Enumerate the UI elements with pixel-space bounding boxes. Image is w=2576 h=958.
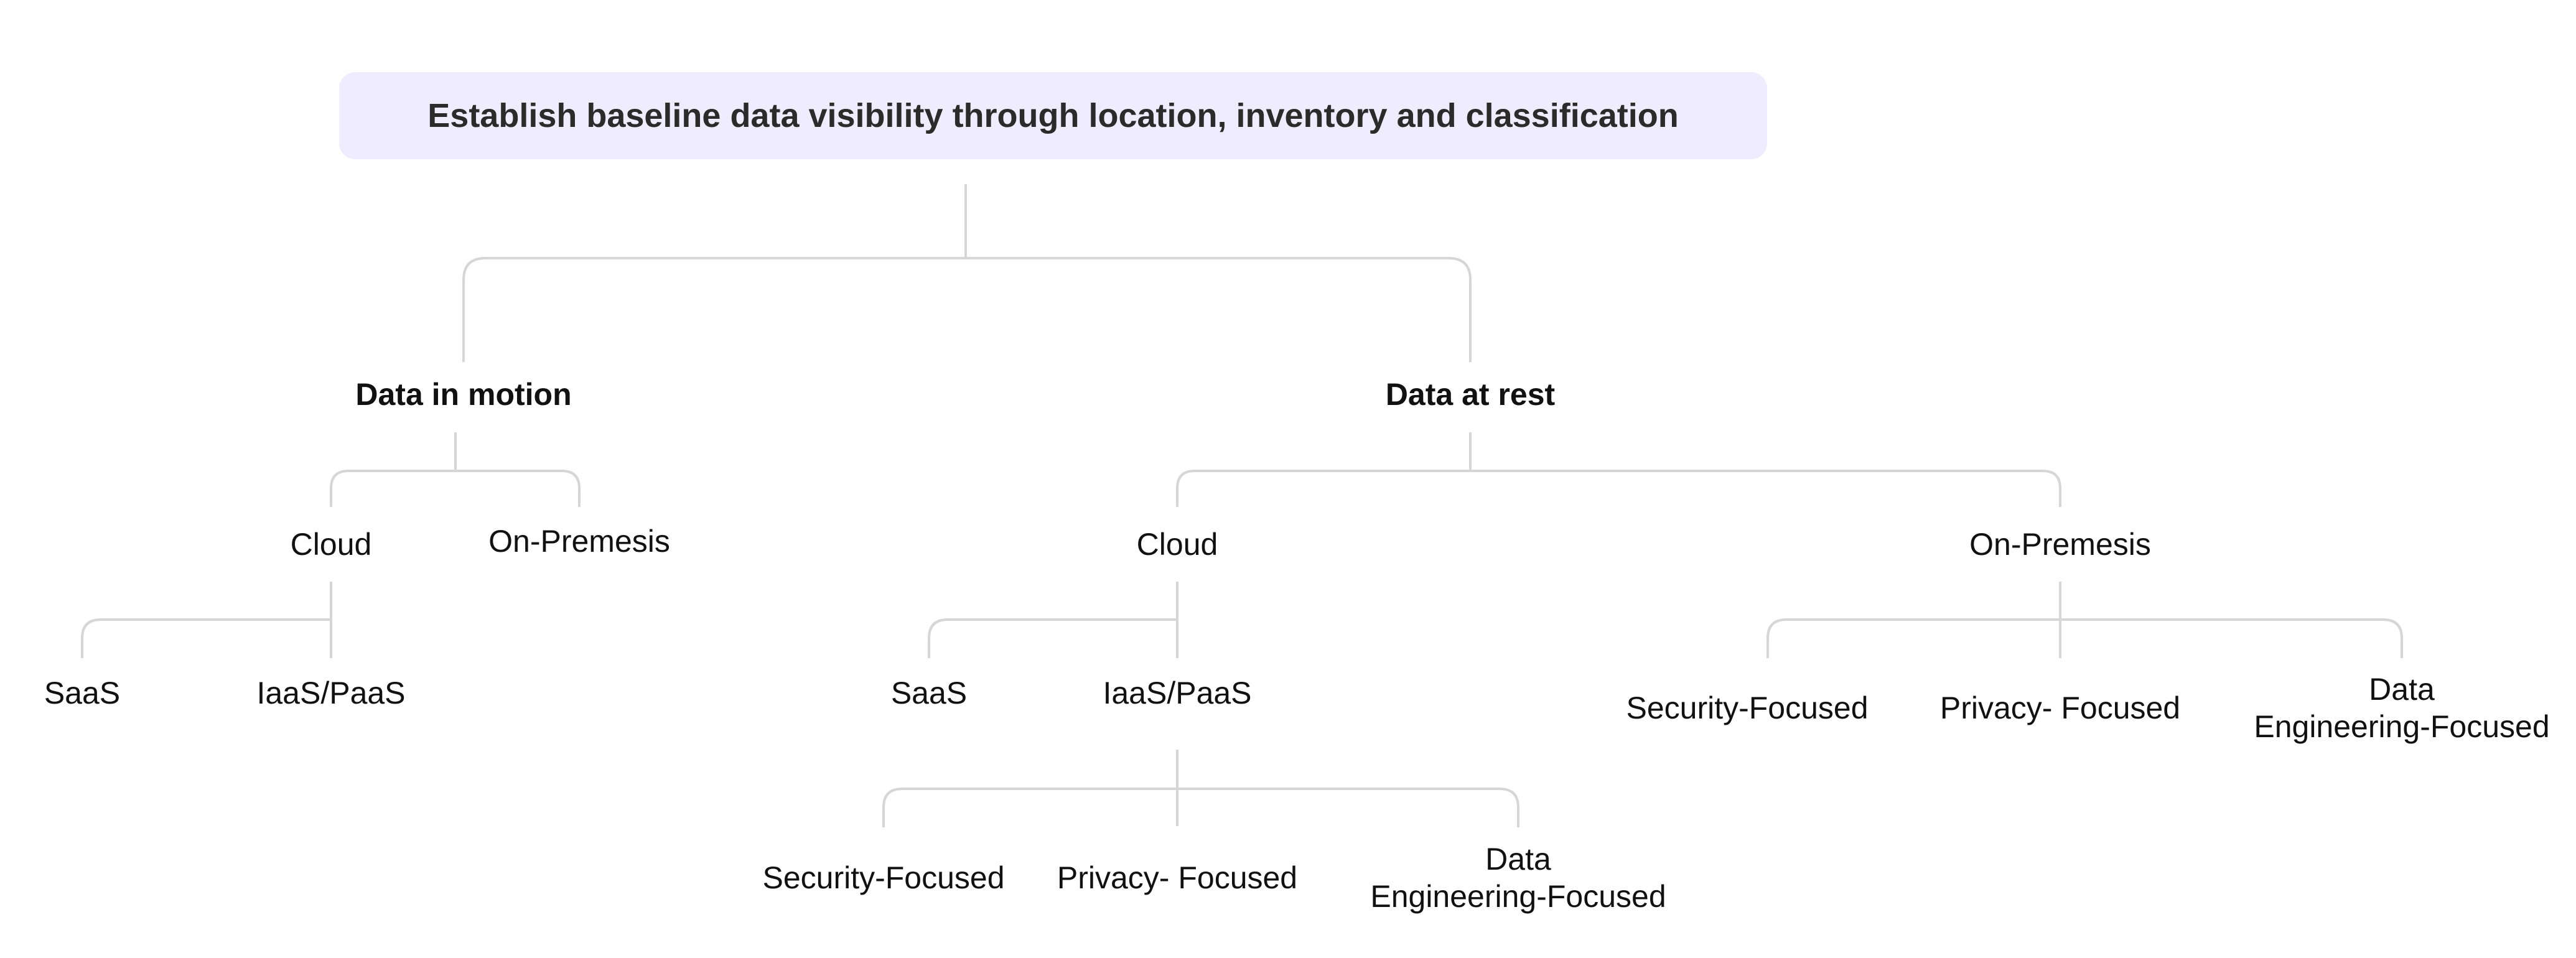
node-data-in-motion: Data in motion xyxy=(355,377,572,412)
connector-rest xyxy=(1176,432,2061,507)
node-rest-iaas-privacy-focused: Privacy- Focused xyxy=(1057,860,1298,895)
node-rest-onprem-data-engineering-focused: Data Engineering-Focused xyxy=(2254,671,2549,745)
node-motion-cloud-iaas-paas: IaaS/PaaS xyxy=(256,676,406,710)
node-rest-onprem-data-line1: Data xyxy=(2369,672,2435,707)
node-rest-iaas-security-focused: Security-Focused xyxy=(762,860,1005,895)
node-rest-cloud-saas: SaaS xyxy=(890,676,968,710)
node-motion-on-premesis: On-Premesis xyxy=(488,524,670,559)
node-motion-cloud-saas: SaaS xyxy=(44,676,121,710)
node-rest-cloud-iaas-paas: IaaS/PaaS xyxy=(1103,676,1252,710)
node-rest-iaas-data-line1: Data xyxy=(1485,842,1551,877)
node-rest-onprem-privacy-focused: Privacy- Focused xyxy=(1939,691,2181,725)
node-rest-iaas-data-line2: Engineering-Focused xyxy=(1370,879,1666,914)
node-motion-cloud: Cloud xyxy=(290,527,372,562)
node-rest-onprem-security-focused: Security-Focused xyxy=(1626,691,1869,725)
node-rest-iaas-data-engineering-focused: Data Engineering-Focused xyxy=(1370,840,1666,915)
root-node: Establish baseline data visibility throu… xyxy=(339,72,1767,159)
node-rest-onprem-data-line2: Engineering-Focused xyxy=(2254,709,2550,744)
connector-rest-iaas xyxy=(882,750,1519,827)
root-title: Establish baseline data visibility throu… xyxy=(427,97,1679,134)
connector-root xyxy=(462,184,1472,362)
connector-rest-onprem xyxy=(1766,582,2403,658)
node-rest-cloud: Cloud xyxy=(1136,527,1218,562)
connector-motion xyxy=(330,432,581,507)
connector-motion-cloud xyxy=(81,582,332,658)
node-rest-on-premesis: On-Premesis xyxy=(1969,527,2151,562)
connector-rest-cloud xyxy=(928,582,1178,658)
node-data-at-rest: Data at rest xyxy=(1385,377,1556,412)
